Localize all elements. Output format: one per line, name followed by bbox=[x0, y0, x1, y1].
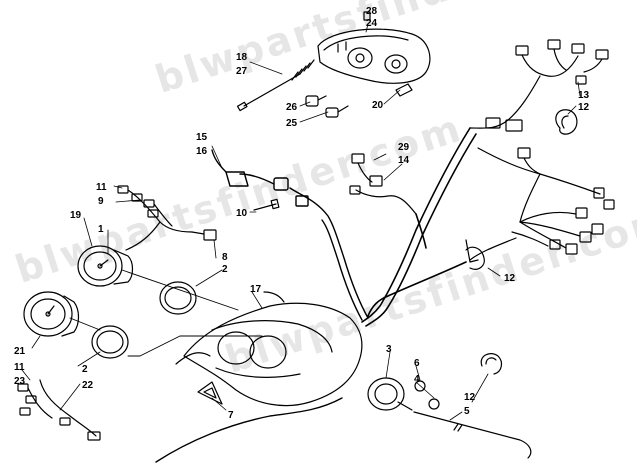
callout-c17: 17 bbox=[250, 284, 262, 295]
callout-c11a: 11 bbox=[96, 182, 107, 193]
callout-c26: 26 bbox=[286, 102, 298, 113]
spring-bolt bbox=[236, 59, 315, 112]
leader-lines bbox=[21, 23, 581, 421]
harness-trunk bbox=[361, 127, 477, 327]
callout-c10: 10 bbox=[236, 208, 248, 219]
callout-c14: 14 bbox=[398, 155, 410, 166]
callout-c13: 13 bbox=[578, 90, 590, 101]
callout-c18: 18 bbox=[236, 52, 248, 63]
callout-c28: 28 bbox=[366, 6, 378, 17]
callout-c11b: 11 bbox=[14, 362, 25, 373]
harness-right-cluster bbox=[465, 147, 615, 263]
cable-bottom bbox=[155, 397, 343, 463]
bezel-ring-upper bbox=[159, 281, 197, 315]
callout-c25: 25 bbox=[286, 118, 298, 129]
callout-c12a: 12 bbox=[578, 102, 590, 113]
callout-c20: 20 bbox=[372, 100, 384, 111]
callout-c9: 9 bbox=[98, 196, 104, 207]
callout-c12c: 12 bbox=[464, 392, 476, 403]
clamp-lower bbox=[480, 353, 503, 375]
callout-c1: 1 bbox=[98, 224, 104, 235]
callout-c27: 27 bbox=[236, 66, 248, 77]
instrument-pod bbox=[317, 28, 431, 84]
callout-c7: 7 bbox=[228, 410, 234, 421]
connector-29-branch bbox=[349, 153, 417, 215]
clamp-middle bbox=[465, 246, 485, 270]
callout-c6: 6 bbox=[414, 358, 420, 369]
callout-c5: 5 bbox=[464, 406, 470, 417]
bolt-10 bbox=[253, 198, 280, 211]
callout-c22: 22 bbox=[82, 380, 94, 391]
callout-c24: 24 bbox=[366, 18, 378, 29]
callout-c12b: 12 bbox=[504, 273, 516, 284]
callout-c8: 8 bbox=[222, 252, 228, 263]
decal-7 bbox=[197, 381, 223, 405]
clamp-upper bbox=[555, 109, 578, 135]
callout-c3: 3 bbox=[386, 344, 392, 355]
callout-c29: 29 bbox=[398, 142, 410, 153]
callout-c21: 21 bbox=[14, 346, 26, 357]
gauge-harness-upper bbox=[117, 185, 217, 251]
callout-c2b: 2 bbox=[82, 364, 88, 375]
assembly-lines bbox=[69, 269, 263, 357]
speedo-drive bbox=[367, 377, 532, 459]
callout-c19: 19 bbox=[70, 210, 82, 221]
callout-c15: 15 bbox=[196, 132, 208, 143]
dash-panel bbox=[175, 291, 363, 407]
harness-left-branch bbox=[211, 149, 369, 321]
callout-c23: 23 bbox=[14, 376, 26, 387]
callout-c4: 4 bbox=[414, 374, 420, 385]
gauge-harness-lower bbox=[17, 379, 101, 441]
gauge-21 bbox=[23, 291, 80, 337]
gauge-1 bbox=[77, 245, 134, 287]
small-fittings bbox=[305, 11, 413, 118]
bezel-ring-lower bbox=[91, 325, 129, 359]
callout-c16: 16 bbox=[196, 146, 208, 157]
callout-c2a: 2 bbox=[222, 264, 228, 275]
harness-upper-right bbox=[469, 39, 609, 132]
